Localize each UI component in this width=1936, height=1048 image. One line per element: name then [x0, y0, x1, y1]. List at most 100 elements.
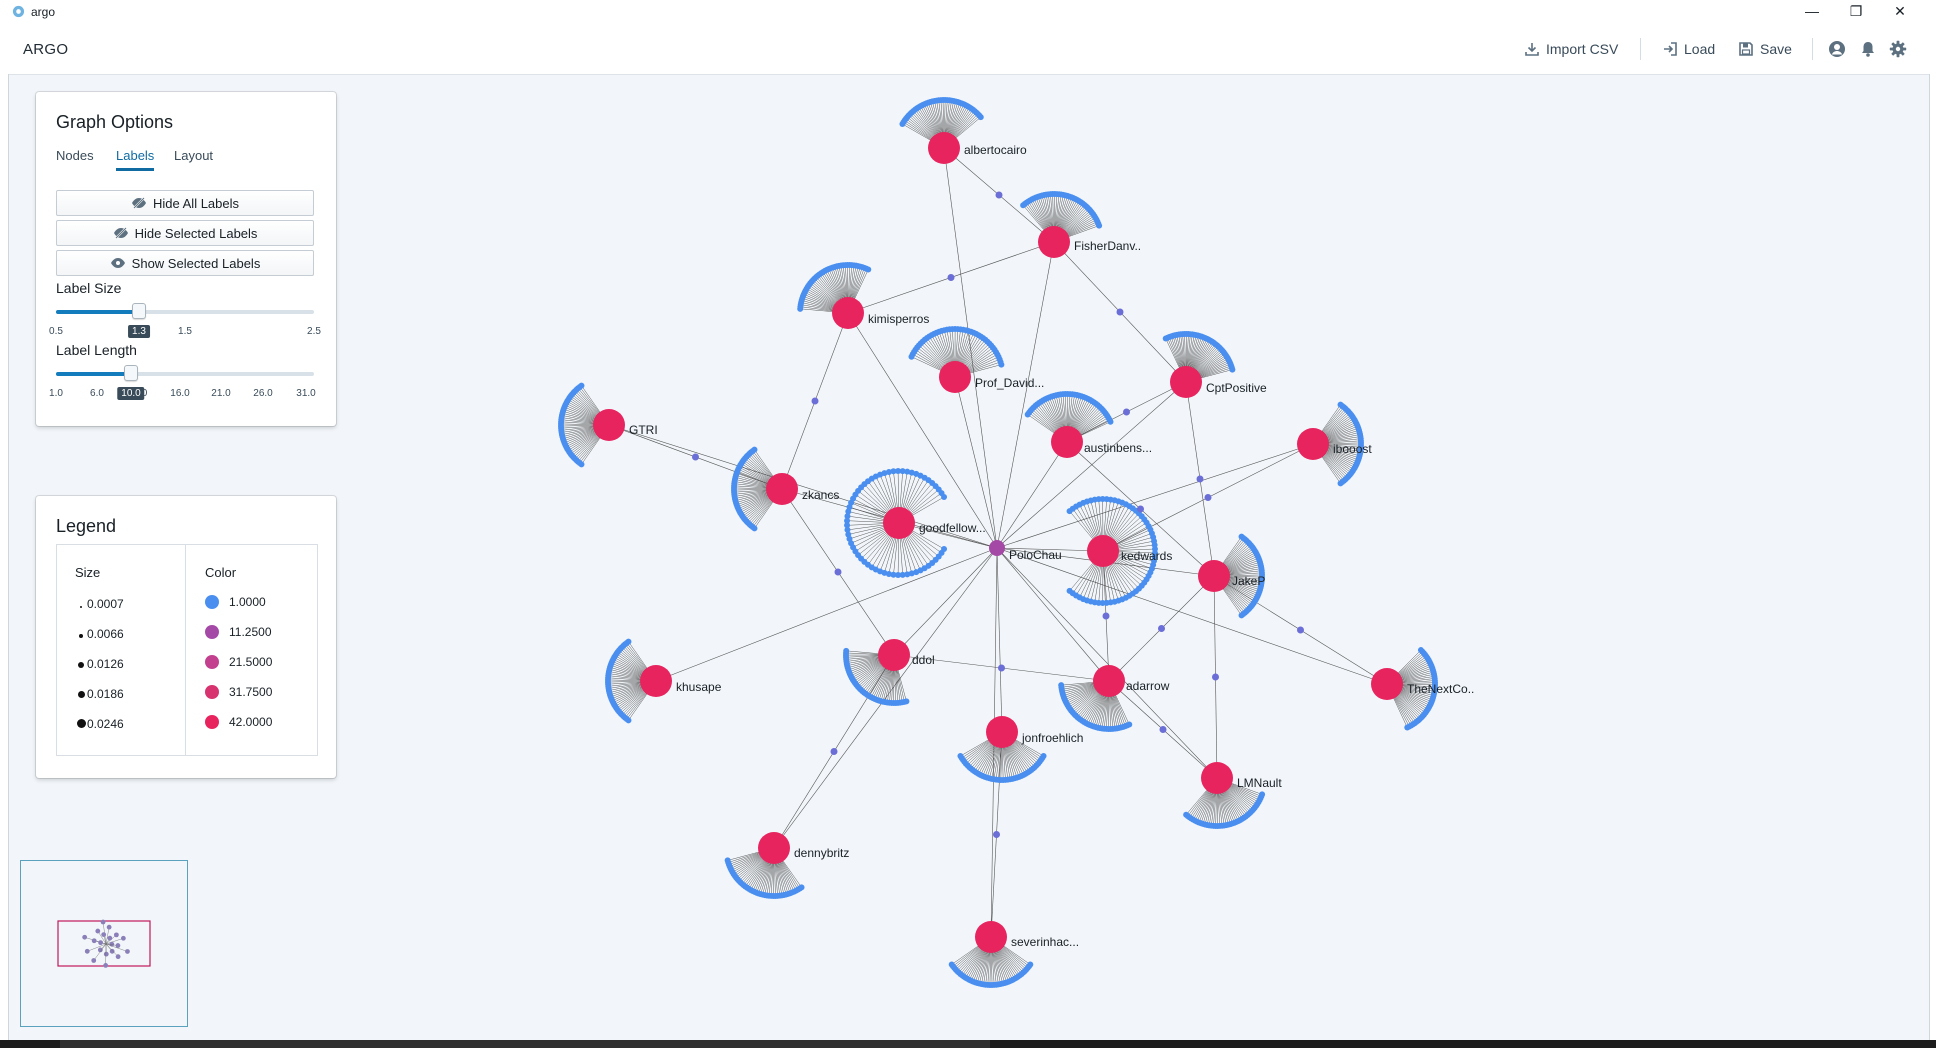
graph-node-lmn[interactable] [1201, 762, 1233, 794]
leaf-node[interactable] [957, 753, 964, 759]
leaf-node[interactable] [844, 522, 851, 529]
graph-node-sev[interactable] [975, 921, 1007, 953]
leaf-node[interactable] [904, 468, 911, 475]
leaf-node[interactable] [724, 857, 731, 864]
shared-leaf-node[interactable] [993, 831, 1000, 838]
shared-leaf-node[interactable] [1123, 408, 1130, 416]
graph-node-next[interactable] [1371, 668, 1403, 700]
graph-node-good[interactable] [883, 507, 915, 539]
shared-leaf-node[interactable] [692, 453, 699, 461]
shared-leaf-node[interactable] [1297, 626, 1304, 634]
shared-leaf-node[interactable] [1137, 505, 1144, 513]
leaf-node[interactable] [1183, 811, 1190, 818]
leaf-node[interactable] [844, 526, 851, 533]
graph-minimap[interactable] [20, 860, 188, 1027]
leaf-node[interactable] [998, 361, 1005, 368]
shared-leaf-node[interactable] [1116, 308, 1124, 316]
leaf-node[interactable] [865, 266, 872, 273]
graph-node-hub[interactable] [989, 540, 1005, 556]
label-length-slider[interactable] [56, 365, 314, 381]
graph-node-jon[interactable] [986, 716, 1018, 748]
leaf-node[interactable] [908, 570, 915, 577]
leaf-node[interactable] [1337, 480, 1344, 487]
leaf-node[interactable] [890, 468, 897, 475]
save-button[interactable]: Save [1738, 38, 1792, 60]
shared-leaf-node[interactable] [1102, 612, 1110, 620]
graph-node-cpt[interactable] [1170, 366, 1202, 398]
bell-icon[interactable] [1858, 39, 1878, 59]
leaf-node[interactable] [885, 468, 892, 475]
shared-leaf-node[interactable] [947, 274, 955, 281]
leaf-node[interactable] [977, 114, 984, 121]
leaf-node[interactable] [1107, 418, 1114, 425]
leaf-node[interactable] [885, 571, 892, 578]
shared-leaf-node[interactable] [1158, 625, 1165, 632]
leaf-node[interactable] [899, 571, 906, 578]
graph-node-fisher[interactable] [1038, 226, 1070, 258]
label-size-slider[interactable] [56, 303, 314, 319]
leaf-node[interactable] [895, 571, 902, 578]
graph-node-denn[interactable] [758, 832, 790, 864]
leaf-node[interactable] [845, 531, 852, 538]
load-button[interactable]: Load [1662, 38, 1715, 60]
shared-leaf-node[interactable] [995, 191, 1003, 199]
leaf-node[interactable] [844, 513, 851, 520]
leaf-node[interactable] [881, 470, 888, 477]
leaf-node[interactable] [1058, 682, 1065, 689]
shared-leaf-node[interactable] [998, 664, 1005, 672]
graph-node-jakep[interactable] [1198, 560, 1230, 592]
tab-labels[interactable]: Labels [116, 148, 155, 171]
shared-leaf-node[interactable] [1196, 475, 1204, 483]
shared-leaf-node[interactable] [1159, 726, 1167, 733]
graph-canvas[interactable]: albertocairoFisherDanv..kimisperrosProf_… [0, 74, 1930, 1040]
graph-node-prof[interactable] [939, 361, 971, 393]
graph-node-albertocairo[interactable] [928, 132, 960, 164]
graph-node-adarrow[interactable] [1093, 665, 1125, 697]
leaf-node[interactable] [1066, 587, 1073, 594]
leaf-node[interactable] [751, 446, 758, 453]
shared-leaf-node[interactable] [830, 748, 838, 755]
hide-all-labels-button[interactable]: Hide All Labels [56, 190, 314, 216]
graph-node-gtri[interactable] [593, 409, 625, 441]
user-icon[interactable] [1827, 39, 1847, 59]
shared-leaf-node[interactable] [1212, 673, 1219, 681]
label-length-slider-handle[interactable] [124, 365, 138, 381]
right-scrollbar[interactable] [1929, 74, 1936, 1040]
import-csv-button[interactable]: Import CSV [1524, 38, 1618, 60]
leaf-node[interactable] [890, 571, 897, 578]
graph-node-kimi[interactable] [832, 297, 864, 329]
leaf-node[interactable] [1096, 222, 1103, 229]
leaf-node[interactable] [844, 517, 851, 524]
leaf-node[interactable] [578, 382, 585, 389]
graph-node-kedwards[interactable] [1087, 535, 1119, 567]
leaf-node[interactable] [625, 638, 632, 645]
graph-node-ib[interactable] [1297, 428, 1329, 460]
graph-node-ddol[interactable] [878, 639, 910, 671]
tab-layout[interactable]: Layout [174, 148, 214, 163]
graph-nodes[interactable] [593, 132, 1403, 953]
shared-leaf-node[interactable] [811, 397, 819, 405]
leaf-node[interactable] [904, 571, 911, 578]
gear-icon[interactable] [1888, 39, 1908, 59]
graph-node-zkancs[interactable] [766, 473, 798, 505]
leaf-node[interactable] [899, 468, 906, 475]
graph-node-khusape[interactable] [640, 665, 672, 697]
label-size-slider-handle[interactable] [132, 303, 146, 319]
show-selected-labels-button[interactable]: Show Selected Labels [56, 250, 314, 276]
close-button[interactable]: ✕ [1894, 3, 1906, 19]
leaf-node[interactable] [948, 961, 955, 968]
minimap-node [115, 954, 121, 960]
leaf-node[interactable] [941, 494, 948, 500]
maximize-button[interactable]: ❐ [1849, 3, 1863, 19]
shared-leaf-node[interactable] [834, 568, 842, 576]
leaf-node[interactable] [1238, 612, 1245, 619]
hide-selected-labels-button[interactable]: Hide Selected Labels [56, 220, 314, 246]
graph-node-austin[interactable] [1051, 426, 1083, 458]
tab-nodes[interactable]: Nodes [56, 148, 94, 163]
shared-leaf-node[interactable] [1204, 494, 1212, 501]
leaf-node[interactable] [843, 647, 850, 654]
leaf-node[interactable] [895, 468, 902, 475]
leaf-node[interactable] [1404, 724, 1411, 731]
minimize-button[interactable]: — [1805, 3, 1819, 19]
leaf-node[interactable] [1229, 366, 1236, 373]
